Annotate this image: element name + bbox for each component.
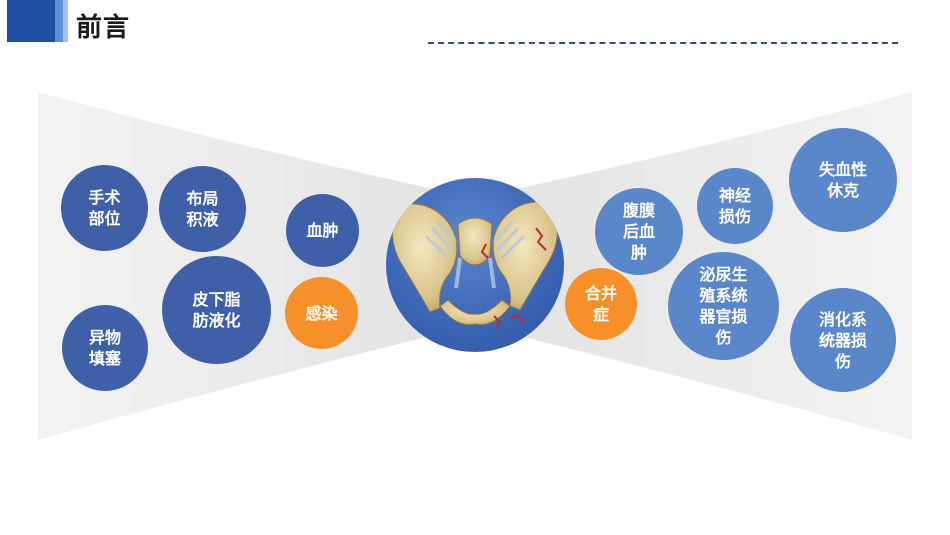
bubble-fluid-accumulation: 布局 积液	[159, 166, 246, 252]
bubble-complications: 合并 症	[565, 268, 637, 340]
header-accent-bar-pale	[63, 0, 68, 42]
bubble-retroperitoneal-hematoma: 腹膜 后血 肿	[595, 188, 683, 275]
header-accent-bar	[7, 0, 55, 42]
bubble-foreign-body: 异物 填塞	[62, 305, 148, 391]
bubble-urogenital-injury: 泌尿生 殖系统 器官损 伤	[668, 252, 779, 360]
header-divider	[428, 42, 898, 44]
bubble-fat-liquefaction: 皮下脂 肪液化	[162, 256, 271, 364]
bubble-hematoma: 血肿	[286, 194, 359, 267]
bubble-nerve-injury: 神经 损伤	[697, 168, 773, 244]
pelvis-image-disc	[386, 178, 564, 352]
header-accent-bar-light	[55, 0, 63, 42]
pelvis-fracture-icon	[391, 201, 559, 329]
bubble-surgical-site: 手术 部位	[61, 165, 148, 251]
bubble-digestive-injury: 消化系 统器损 伤	[790, 288, 896, 392]
page-title: 前言	[76, 13, 131, 43]
bubble-hemorrhagic-shock: 失血性 休克	[789, 128, 897, 232]
bubble-infection: 感染	[285, 277, 358, 349]
